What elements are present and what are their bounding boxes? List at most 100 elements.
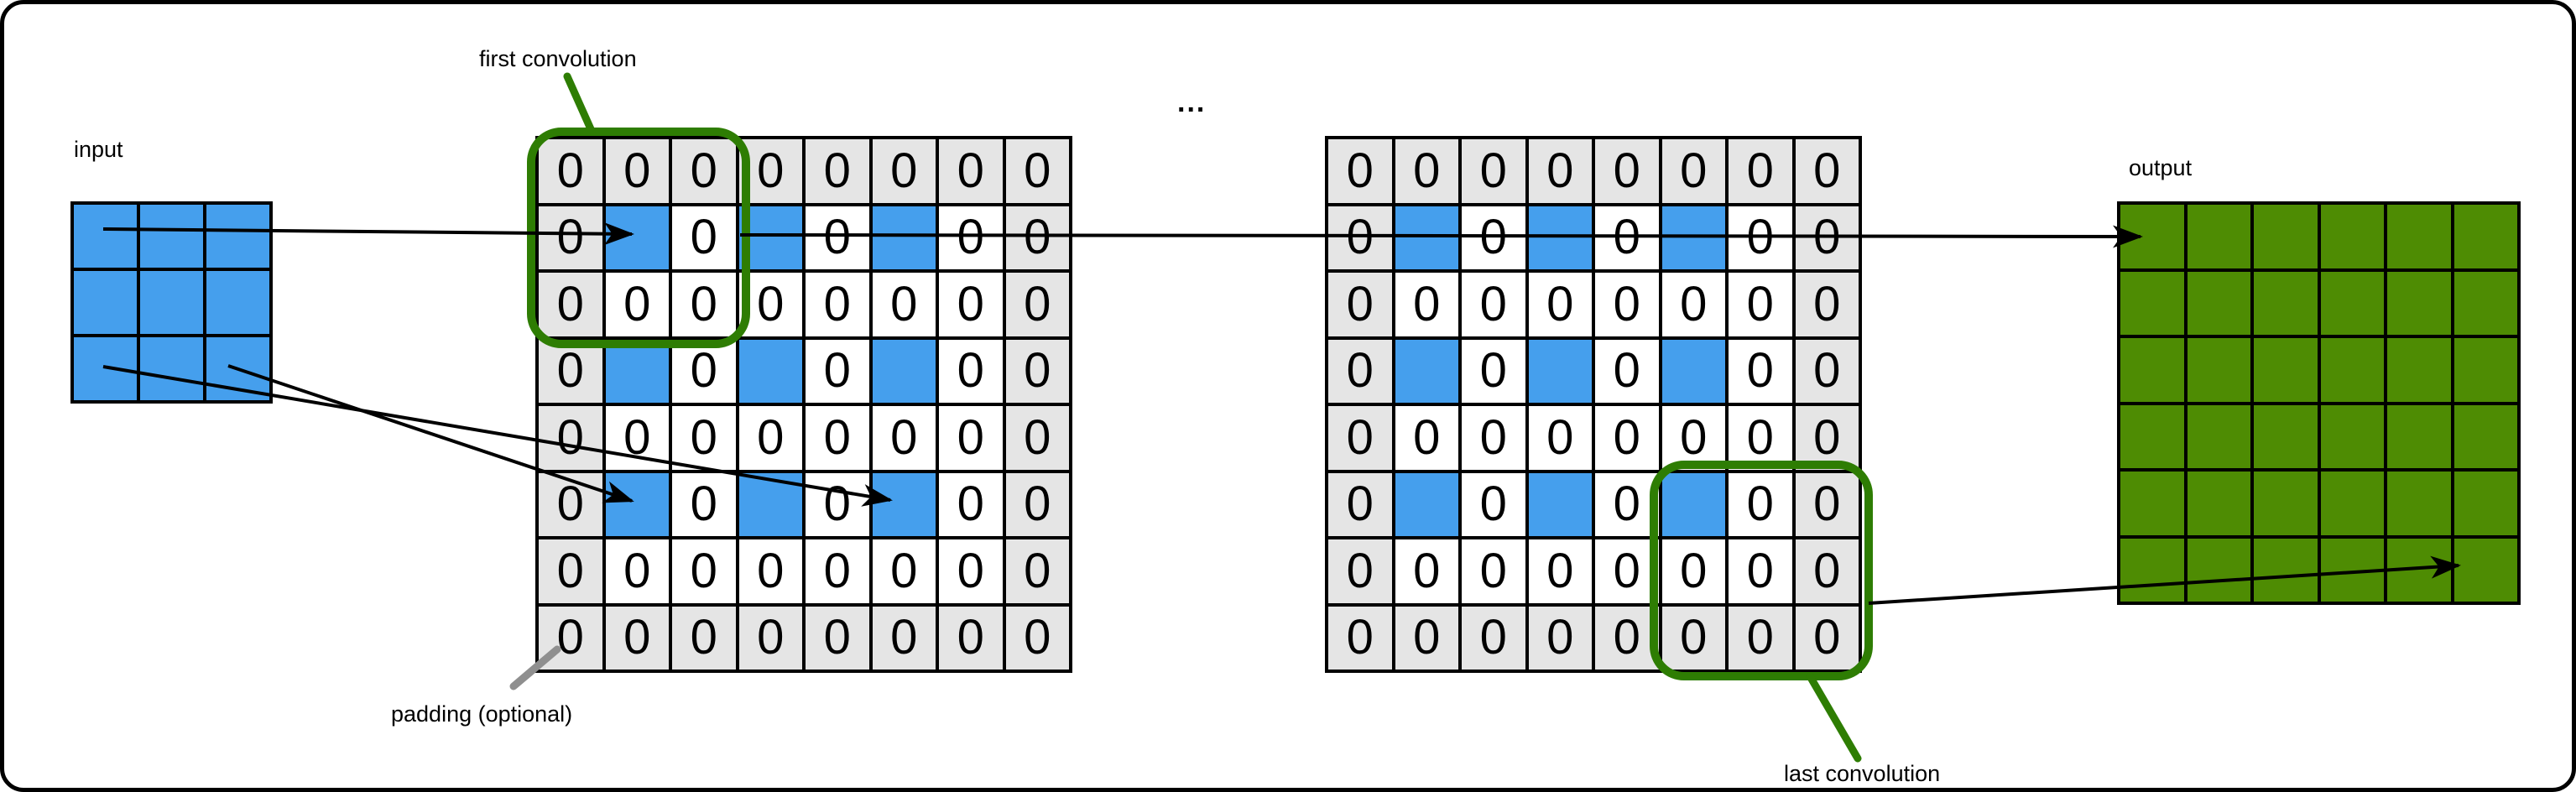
grid-cell-green <box>2252 403 2319 470</box>
grid-cell-zero: 0 <box>1593 471 1661 538</box>
grid-cell-blue <box>1393 471 1460 538</box>
grid-cell-zero: 0 <box>804 471 871 538</box>
output-grid <box>2117 201 2521 605</box>
grid-cell-zero: 0 <box>1460 337 1527 404</box>
grid-cell-pad: 0 <box>1393 604 1460 671</box>
grid-cell-zero: 0 <box>1393 538 1460 605</box>
grid-cell-zero: 0 <box>1393 271 1460 338</box>
grid-cell-green <box>2185 470 2252 537</box>
grid-cell-zero: 0 <box>603 271 670 338</box>
grid-cell-zero: 0 <box>1526 404 1593 472</box>
grid-cell-zero: 0 <box>804 538 871 605</box>
grid-cell-green <box>2119 269 2186 336</box>
grid-cell-blue <box>737 471 804 538</box>
grid-cell-zero: 0 <box>937 404 1004 472</box>
grid-cell-pad: 0 <box>1793 138 1860 205</box>
grid-cell-pad: 0 <box>1793 337 1860 404</box>
grid-cell-pad: 0 <box>1004 337 1071 404</box>
grid-cell-blue <box>870 337 937 404</box>
grid-cell-zero: 0 <box>1593 404 1661 472</box>
grid-cell-blue <box>205 336 271 402</box>
grid-cell-blue <box>72 336 138 402</box>
grid-cell-blue <box>1660 204 1727 271</box>
grid-cell-blue <box>205 203 271 269</box>
grid-cell-pad: 0 <box>1004 204 1071 271</box>
grid-cell-blue <box>1660 337 1727 404</box>
grid-cell-green <box>2386 269 2453 336</box>
grid-cell-pad: 0 <box>1327 471 1394 538</box>
grid-cell-pad: 0 <box>1327 538 1394 605</box>
grid-cell-green <box>2119 536 2186 603</box>
grid-cell-blue <box>870 204 937 271</box>
grid-cell-blue <box>1526 204 1593 271</box>
grid-cell-pad: 0 <box>937 604 1004 671</box>
grid-cell-pad: 0 <box>603 604 670 671</box>
grid-cell-pad: 0 <box>1004 271 1071 338</box>
grid-cell-green <box>2386 470 2453 537</box>
grid-cell-blue <box>138 203 205 269</box>
output-label: output <box>2129 155 2193 180</box>
grid-cell-zero: 0 <box>937 471 1004 538</box>
grid-cell-pad: 0 <box>1526 138 1593 205</box>
grid-cell-zero: 0 <box>1727 471 1794 538</box>
grid-cell-pad: 0 <box>1004 138 1071 205</box>
grid-cell-blue <box>72 269 138 336</box>
grid-cell-blue <box>603 471 670 538</box>
grid-cell-zero: 0 <box>1393 404 1460 472</box>
grid-cell-green <box>2452 336 2519 404</box>
grid-cell-pad: 0 <box>1004 538 1071 605</box>
grid-cell-green <box>2318 470 2386 537</box>
grid-cell-pad: 0 <box>603 138 670 205</box>
grid-cell-zero: 0 <box>737 538 804 605</box>
grid-cell-zero: 0 <box>1460 204 1527 271</box>
grid-cell-pad: 0 <box>670 138 738 205</box>
grid-cell-pad: 0 <box>537 204 604 271</box>
grid-cell-zero: 0 <box>1660 271 1727 338</box>
grid-cell-green <box>2386 203 2453 270</box>
grid-cell-green <box>2185 403 2252 470</box>
grid-cell-pad: 0 <box>1793 204 1860 271</box>
grid-cell-zero: 0 <box>870 271 937 338</box>
grid-cell-zero: 0 <box>1593 271 1661 338</box>
padding-label: padding (optional) <box>391 701 573 727</box>
grid-cell-zero: 0 <box>804 204 871 271</box>
grid-cell-green <box>2185 336 2252 404</box>
grid-cell-pad: 0 <box>1004 604 1071 671</box>
grid-cell-blue <box>1393 204 1460 271</box>
grid-cell-pad: 0 <box>1004 471 1071 538</box>
grid-cell-blue <box>1526 471 1593 538</box>
grid-cell-zero: 0 <box>1526 538 1593 605</box>
grid-cell-green <box>2252 269 2319 336</box>
grid-cell-zero: 0 <box>1727 204 1794 271</box>
grid-cell-pad: 0 <box>1793 471 1860 538</box>
grid-cell-pad: 0 <box>1327 138 1394 205</box>
grid-cell-zero: 0 <box>1526 271 1593 338</box>
grid-cell-pad: 0 <box>1793 404 1860 472</box>
grid-cell-pad: 0 <box>537 404 604 472</box>
grid-cell-green <box>2318 536 2386 603</box>
grid-cell-blue <box>1393 337 1460 404</box>
grid-cell-green <box>2185 203 2252 270</box>
grid-cell-zero: 0 <box>603 404 670 472</box>
grid-cell-zero: 0 <box>737 271 804 338</box>
grid-cell-green <box>2318 203 2386 270</box>
input-grid <box>70 201 273 404</box>
grid-cell-green <box>2119 403 2186 470</box>
grid-cell-pad: 0 <box>537 138 604 205</box>
grid-cell-pad: 0 <box>737 138 804 205</box>
grid-cell-green <box>2252 336 2319 404</box>
grid-cell-green <box>2386 336 2453 404</box>
grid-cell-blue <box>138 269 205 336</box>
grid-cell-pad: 0 <box>1004 404 1071 472</box>
grid-cell-zero: 0 <box>670 538 738 605</box>
first-convolution-callout-line <box>563 72 596 135</box>
grid-cell-zero: 0 <box>937 204 1004 271</box>
grid-cell-zero: 0 <box>1593 538 1661 605</box>
grid-cell-pad: 0 <box>1593 138 1661 205</box>
grid-cell-green <box>2318 336 2386 404</box>
last-convolution-label: last convolution <box>1784 761 1941 786</box>
grid-cell-blue <box>737 204 804 271</box>
first-convolution-label: first convolution <box>479 46 637 71</box>
